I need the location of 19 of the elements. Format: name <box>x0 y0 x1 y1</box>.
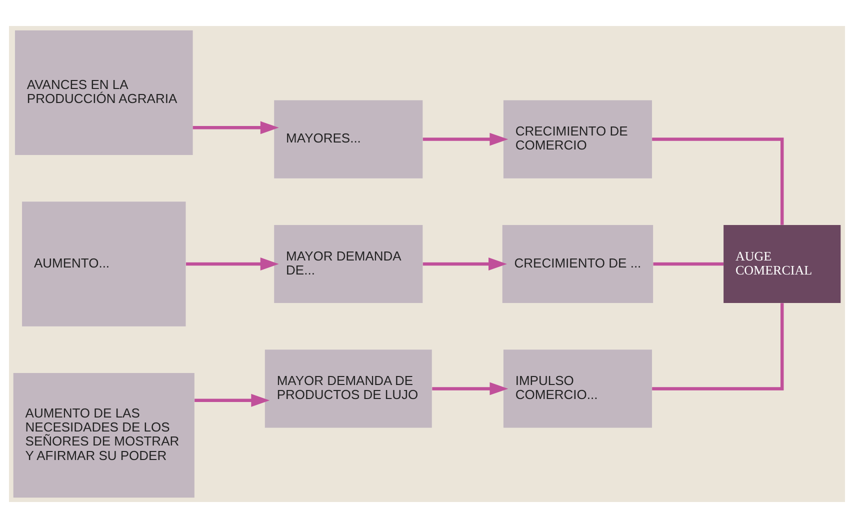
node-box: AUGE COMERCIAL <box>723 224 840 303</box>
arrow <box>194 393 270 406</box>
node-box: MAYOR DEMANDA DE PRODUCTOS DE LUJO <box>264 349 432 428</box>
connector <box>652 137 784 224</box>
node-box: IMPULSO COMERCIO... <box>502 349 652 428</box>
node-box: AUMENTO DE LAS NECESIDADES DE LOS SEÑORES DE MOSTRAR Y AFIRMAR SU PODER <box>12 372 194 498</box>
arrow <box>192 120 278 134</box>
node-box: MAYOR DEMANDA DE... <box>274 224 422 303</box>
node-box: CRECIMIENTO DE ... <box>502 224 653 303</box>
arrow <box>422 257 506 270</box>
arrow <box>432 382 508 395</box>
arrow <box>422 132 508 146</box>
node-box: AUMENTO... <box>22 201 186 326</box>
node-box: AVANCES EN LA PRODUCCIÓN AGRARIA <box>14 30 192 155</box>
arrow <box>185 257 278 270</box>
connector <box>652 262 723 266</box>
connector <box>652 302 784 390</box>
node-box: CRECIMIENTO DE COMERCIO <box>502 100 652 178</box>
node-box: MAYORES... <box>274 100 422 178</box>
